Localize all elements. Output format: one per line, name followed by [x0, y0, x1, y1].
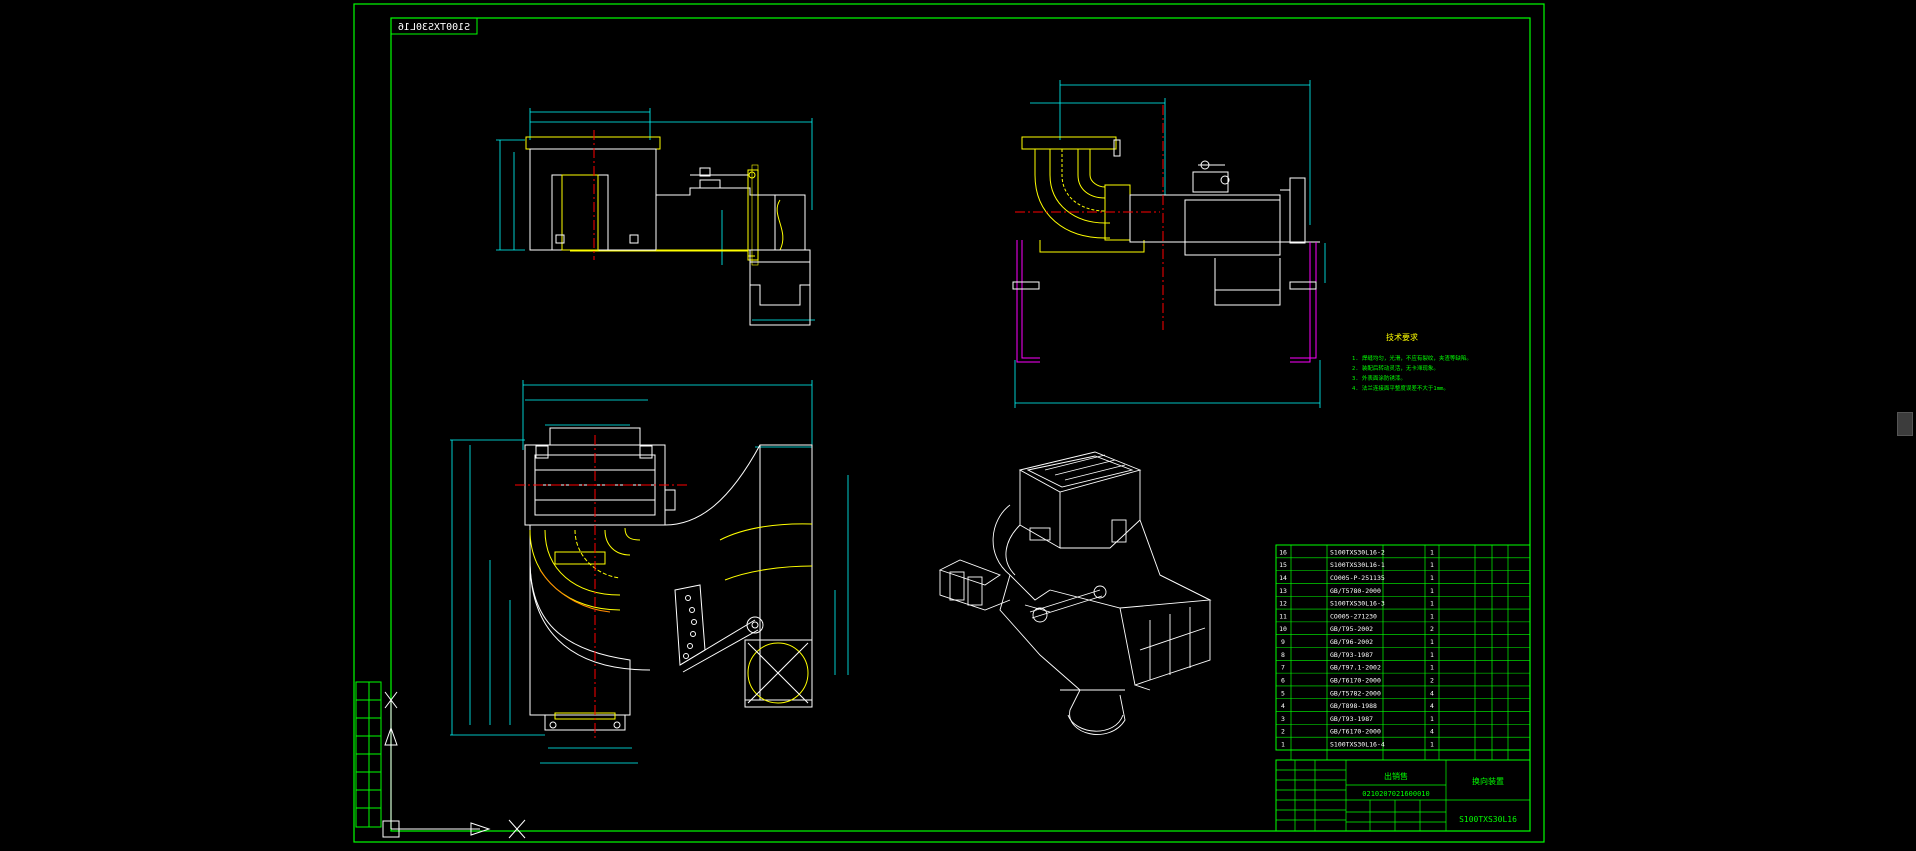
bom-row-qty: 1 [1430, 600, 1434, 608]
bom-row-number: 16 [1279, 548, 1287, 556]
technical-requirements: 技术要求 1. 焊缝均匀，光滑，不应有裂纹，夹渣等缺陷。 2. 装配后转动灵活，… [1352, 332, 1472, 392]
outer-border [353, 3, 1545, 843]
side-view [1012, 80, 1326, 408]
bom-row-part: CO005-271230 [1330, 612, 1377, 620]
left-margin-table [355, 681, 382, 828]
bom-row-qty: 2 [1430, 676, 1434, 684]
tech-req-item-4: 4. 法兰连接面平整度误差不大于1mm。 [1352, 384, 1449, 392]
bom-row-qty: 4 [1430, 702, 1434, 710]
bom-row-part: GB/T95-2002 [1330, 625, 1373, 633]
bom-row-qty: 1 [1430, 561, 1434, 569]
bom-row-qty: 1 [1430, 651, 1434, 659]
bom-row-part: S100TXS30L16-1 [1330, 561, 1385, 569]
bom-row-number: 14 [1279, 574, 1287, 582]
title-block-code: 0210207021600010 [1362, 790, 1429, 798]
bom-row-qty: 1 [1430, 664, 1434, 672]
bom-row-part: GB/T5782-2000 [1330, 689, 1381, 697]
bom-row-qty: 4 [1430, 689, 1434, 697]
scrollbar-thumb[interactable] [1897, 412, 1913, 436]
bom-row-qty: 1 [1430, 715, 1434, 723]
bom-row-number: 1 [1281, 741, 1285, 749]
bom-row-number: 11 [1279, 612, 1287, 620]
title-block-number: S100TXS30L16 [1459, 815, 1517, 824]
bom-row-number: 5 [1281, 689, 1285, 697]
bom-row-number: 8 [1281, 651, 1285, 659]
bom-row-qty: 1 [1430, 741, 1434, 749]
vertical-scrollbar[interactable] [1897, 0, 1916, 847]
bom-row-number: 15 [1279, 561, 1287, 569]
tech-req-heading: 技术要求 [1386, 332, 1418, 342]
bom-row-qty: 1 [1430, 574, 1434, 582]
inner-border [390, 17, 1531, 832]
bom-row-part: GB/T96-2002 [1330, 638, 1373, 646]
bom-row-part: S100TXS30L16-3 [1330, 600, 1385, 608]
bom-row-number: 2 [1281, 728, 1285, 736]
bom-row-qty: 1 [1430, 612, 1434, 620]
bom-row-part: GB/T898-1988 [1330, 702, 1377, 710]
bom-row-part: GB/T6170-2000 [1330, 676, 1381, 684]
title-block: 出销售 0210207021600010 换向装置 S100TXS30L16 [1275, 749, 1531, 832]
tech-req-item-1: 1. 焊缝均匀，光滑，不应有裂纹，夹渣等缺陷。 [1352, 354, 1472, 362]
bom-row-part: S100TXS30L16-2 [1330, 548, 1385, 556]
bom-row-qty: 2 [1430, 625, 1434, 633]
bom-row-part: GB/T6170-2000 [1330, 728, 1381, 736]
bom-row-number: 12 [1279, 600, 1287, 608]
bom-row-part: GB/T93-1987 [1330, 715, 1373, 723]
drawing-number-box: S100TXS30L16 [390, 17, 478, 35]
drawing-number-mirrored: S100TXS30L16 [398, 22, 470, 33]
plan-view [450, 380, 849, 764]
bom-row-number: 9 [1281, 638, 1285, 646]
bom-row-qty: 1 [1430, 587, 1434, 595]
bom-row-part: GB/T5780-2000 [1330, 587, 1381, 595]
bom-row-number: 3 [1281, 715, 1285, 723]
bom-row-part: GB/T97.1-2002 [1330, 664, 1381, 672]
bom-row-number: 6 [1281, 676, 1285, 684]
bom-row-qty: 1 [1430, 638, 1434, 646]
bom-row-part: CO005-P-251135 [1330, 574, 1385, 582]
tech-req-item-3: 3. 外表面涂防锈漆。 [1352, 374, 1406, 382]
ucs-icon [382, 691, 526, 839]
front-view [496, 108, 815, 326]
tech-req-item-2: 2. 装配后转动灵活，无卡滞现象。 [1352, 364, 1439, 372]
bom-row-qty: 4 [1430, 728, 1434, 736]
bom-row-qty: 1 [1430, 548, 1434, 556]
title-block-name: 换向装置 [1472, 776, 1504, 786]
bom-row-number: 4 [1281, 702, 1285, 710]
title-block-org: 出销售 [1384, 771, 1408, 781]
bom-row-number: 13 [1279, 587, 1287, 595]
bom-row-part: S100TXS30L16-4 [1330, 741, 1385, 749]
bom-row-number: 7 [1281, 664, 1285, 672]
bom-row-number: 10 [1279, 625, 1287, 633]
bom-row-part: GB/T93-1987 [1330, 651, 1373, 659]
isometric-view [938, 451, 1212, 735]
